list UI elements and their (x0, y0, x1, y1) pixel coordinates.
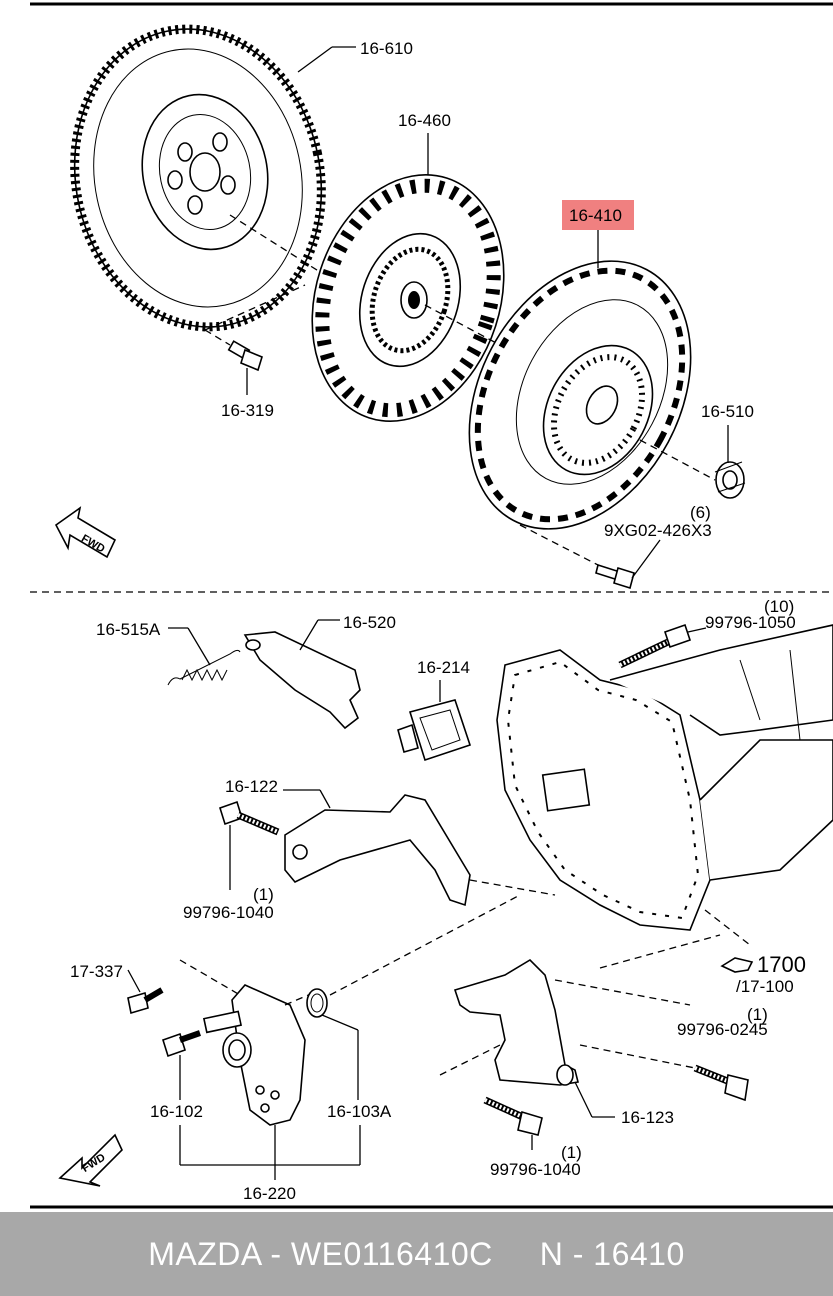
label-99796-1040b: 99796-1040 (490, 1160, 581, 1179)
label-9xg02-426x3: 9XG02-426X3 (604, 521, 712, 540)
label-16-214: 16-214 (417, 658, 470, 677)
highlight-16-410 (562, 200, 634, 230)
leader-16-610 (297, 46, 333, 73)
label-16-510: 16-510 (701, 402, 754, 421)
return-spring-drawing (167, 649, 241, 686)
label-17-100: /17-100 (736, 977, 794, 996)
fwd-arrow-icon-top: FWD (54, 506, 117, 559)
label-16-122: 16-122 (225, 777, 278, 796)
dust-boot-drawing (397, 699, 472, 762)
leader-16-515a (187, 627, 211, 666)
label-16-515a: 16-515A (96, 620, 161, 639)
bolt-9xg02-drawing (595, 563, 635, 590)
bolt-99796-1050-drawing (618, 623, 692, 669)
label-16-319: 16-319 (221, 401, 274, 420)
label-16-610: 16-610 (360, 39, 413, 58)
bolt-16-319-drawing (227, 340, 263, 372)
label-17-337: 17-337 (70, 962, 123, 981)
bracket-16-123-drawing (453, 958, 579, 1086)
label-1700: 1700 (757, 952, 806, 977)
leader-16-123 (574, 1081, 593, 1118)
clutch-disc-drawing (311, 174, 505, 422)
label-16-410: 16-410 (569, 206, 622, 225)
release-bearing-drawing (714, 461, 746, 499)
exploded-parts-diagram: FWD (30, 2, 833, 1209)
reference-arrow-1700 (720, 957, 754, 973)
label-99796-1040a: 99796-1040 (183, 903, 274, 922)
label-16-220: 16-220 (243, 1184, 296, 1203)
qty-9xg02: (6) (690, 503, 711, 522)
label-16-102: 16-102 (150, 1102, 203, 1121)
bolt-99796-1040b-drawing (483, 1096, 543, 1136)
label-99796-0245: 99796-0245 (677, 1020, 768, 1039)
qty-99796-1050: (10) (764, 597, 794, 616)
fwd-arrow-icon-bottom: FWD (58, 1133, 123, 1187)
footer-text: MAZDA - WE0116410C N - 16410 (148, 1235, 685, 1272)
label-16-103a: 16-103A (327, 1102, 392, 1121)
bracket-16-122-drawing (284, 794, 471, 907)
qty-99796-1040b: (1) (561, 1143, 582, 1162)
label-16-460: 16-460 (398, 111, 451, 130)
bolt-99796-1040a-drawing (219, 800, 280, 836)
flywheel-drawing (70, 24, 326, 332)
bolt-17-337-drawing (127, 987, 164, 1015)
bolt-99796-0245-drawing (693, 1064, 749, 1102)
leader-17-337 (127, 969, 141, 993)
label-99796-1050: 99796-1050 (705, 613, 796, 632)
release-fork-drawing (243, 631, 361, 730)
leader-16-122 (319, 789, 331, 809)
label-16-123: 16-123 (621, 1108, 674, 1127)
release-cylinder-drawing (202, 984, 306, 1126)
part-number-footer: MAZDA - WE0116410C N - 16410 (0, 1212, 833, 1296)
qty-99796-0245: (1) (747, 1005, 768, 1024)
qty-99796-1040a: (1) (253, 885, 274, 904)
leader-16-520 (299, 619, 319, 651)
transmission-housing-drawing (496, 624, 833, 931)
bolt-16-102-drawing (162, 1030, 201, 1058)
label-16-520: 16-520 (343, 613, 396, 632)
pressure-plate-drawing (468, 260, 692, 530)
seal-16-103a-drawing (306, 988, 328, 1018)
